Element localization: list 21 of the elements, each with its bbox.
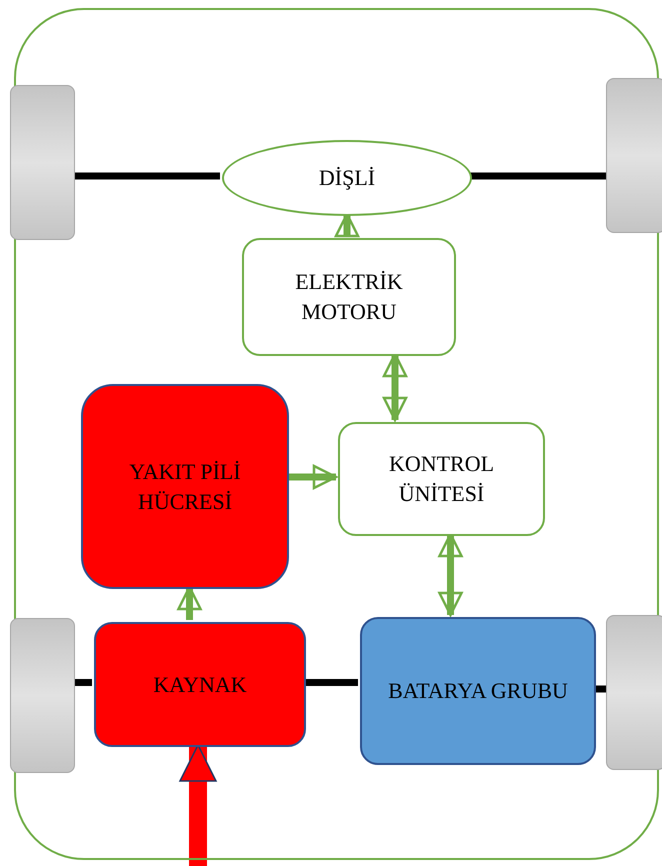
component-label: KAYNAK bbox=[152, 670, 248, 698]
component-box bbox=[94, 622, 306, 747]
arrow bbox=[179, 744, 217, 866]
component-box bbox=[338, 422, 545, 536]
connector-line bbox=[470, 172, 606, 180]
component-box bbox=[81, 384, 289, 589]
connector-line bbox=[75, 679, 92, 686]
wheel bbox=[606, 615, 662, 770]
wheel bbox=[606, 78, 662, 233]
connector-line bbox=[304, 679, 358, 686]
connector-line bbox=[75, 172, 220, 180]
component-label: BATARYA GRUBU bbox=[387, 677, 569, 705]
component-box bbox=[360, 617, 596, 765]
component-label: ELEKTRİK MOTORU bbox=[294, 268, 404, 326]
component-box bbox=[242, 238, 456, 356]
component-label: YAKIT PİLİ HÜCRESİ bbox=[128, 458, 242, 516]
arrow bbox=[287, 464, 338, 490]
connector-line bbox=[594, 686, 606, 692]
vehicle-body-outline bbox=[14, 8, 659, 860]
component-label: DİŞLİ bbox=[318, 164, 376, 192]
component-label: KONTROL ÜNİTESİ bbox=[388, 450, 496, 508]
